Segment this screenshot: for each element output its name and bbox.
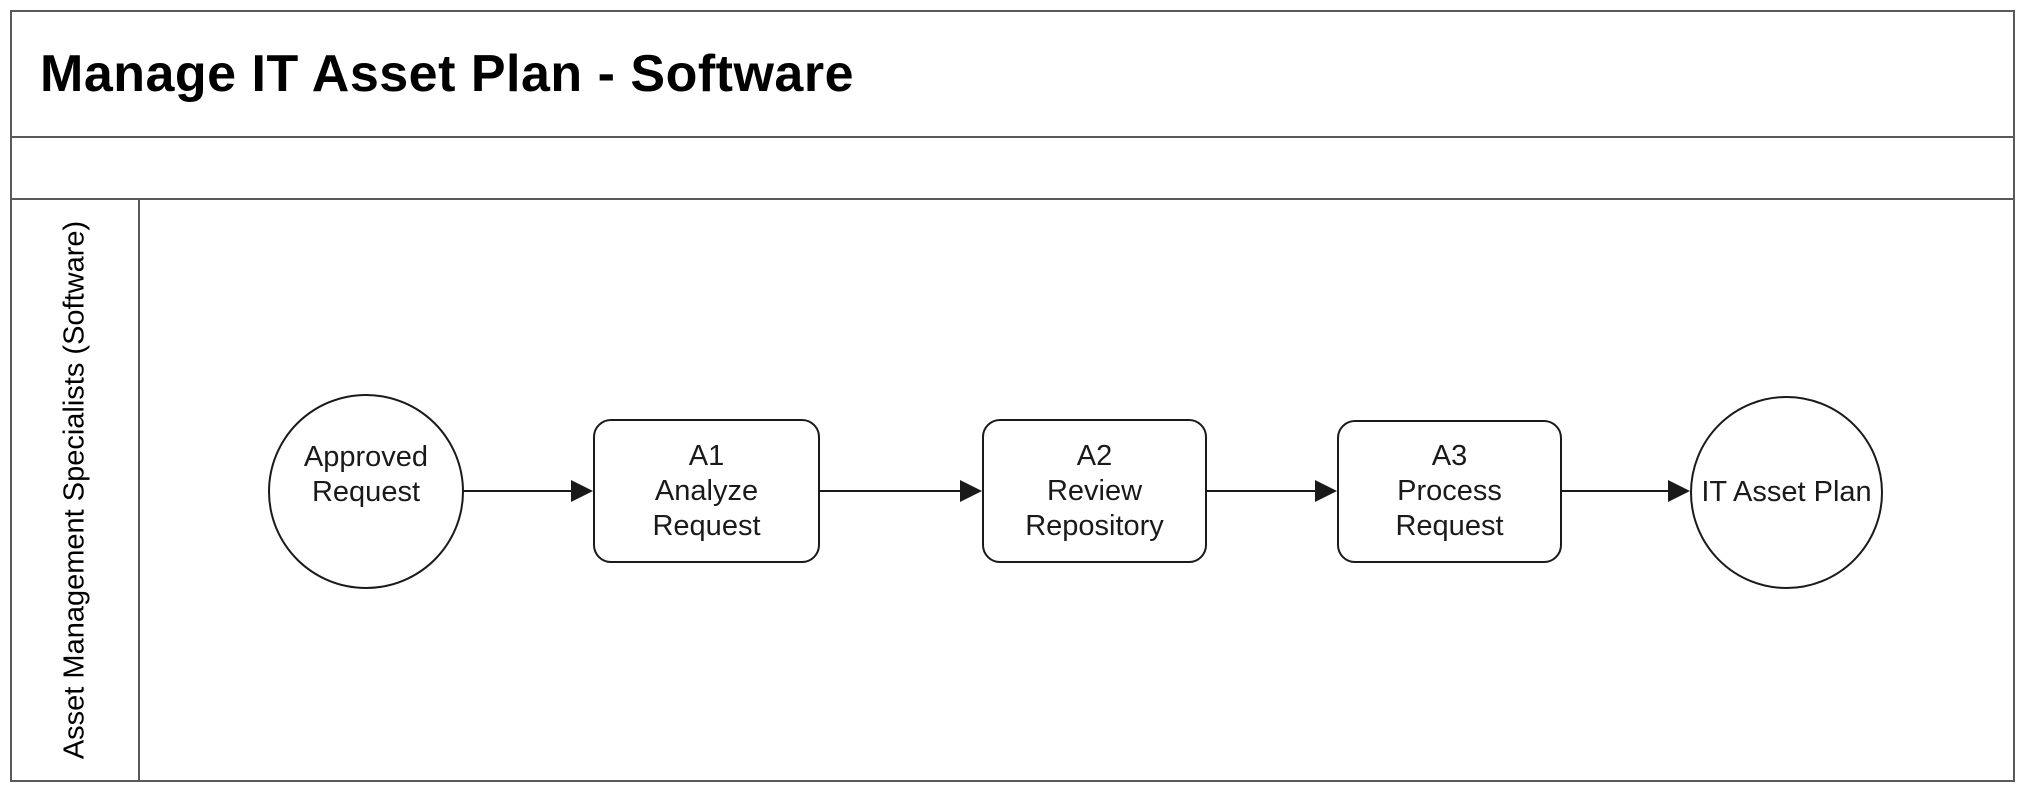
lane-label: Asset Management Specialists (Software) (58, 220, 91, 760)
diagram-title: Manage IT Asset Plan - Software (40, 45, 854, 103)
lane-content (140, 200, 2013, 780)
swimlane: Asset Management Specialists (Software) (12, 200, 2013, 780)
lane-header: Asset Management Specialists (Software) (12, 200, 140, 780)
pool-title-bar: Manage IT Asset Plan - Software (12, 12, 2013, 138)
pool-subtitle-band (12, 138, 2013, 200)
pool: Manage IT Asset Plan - Software Asset Ma… (10, 10, 2015, 782)
